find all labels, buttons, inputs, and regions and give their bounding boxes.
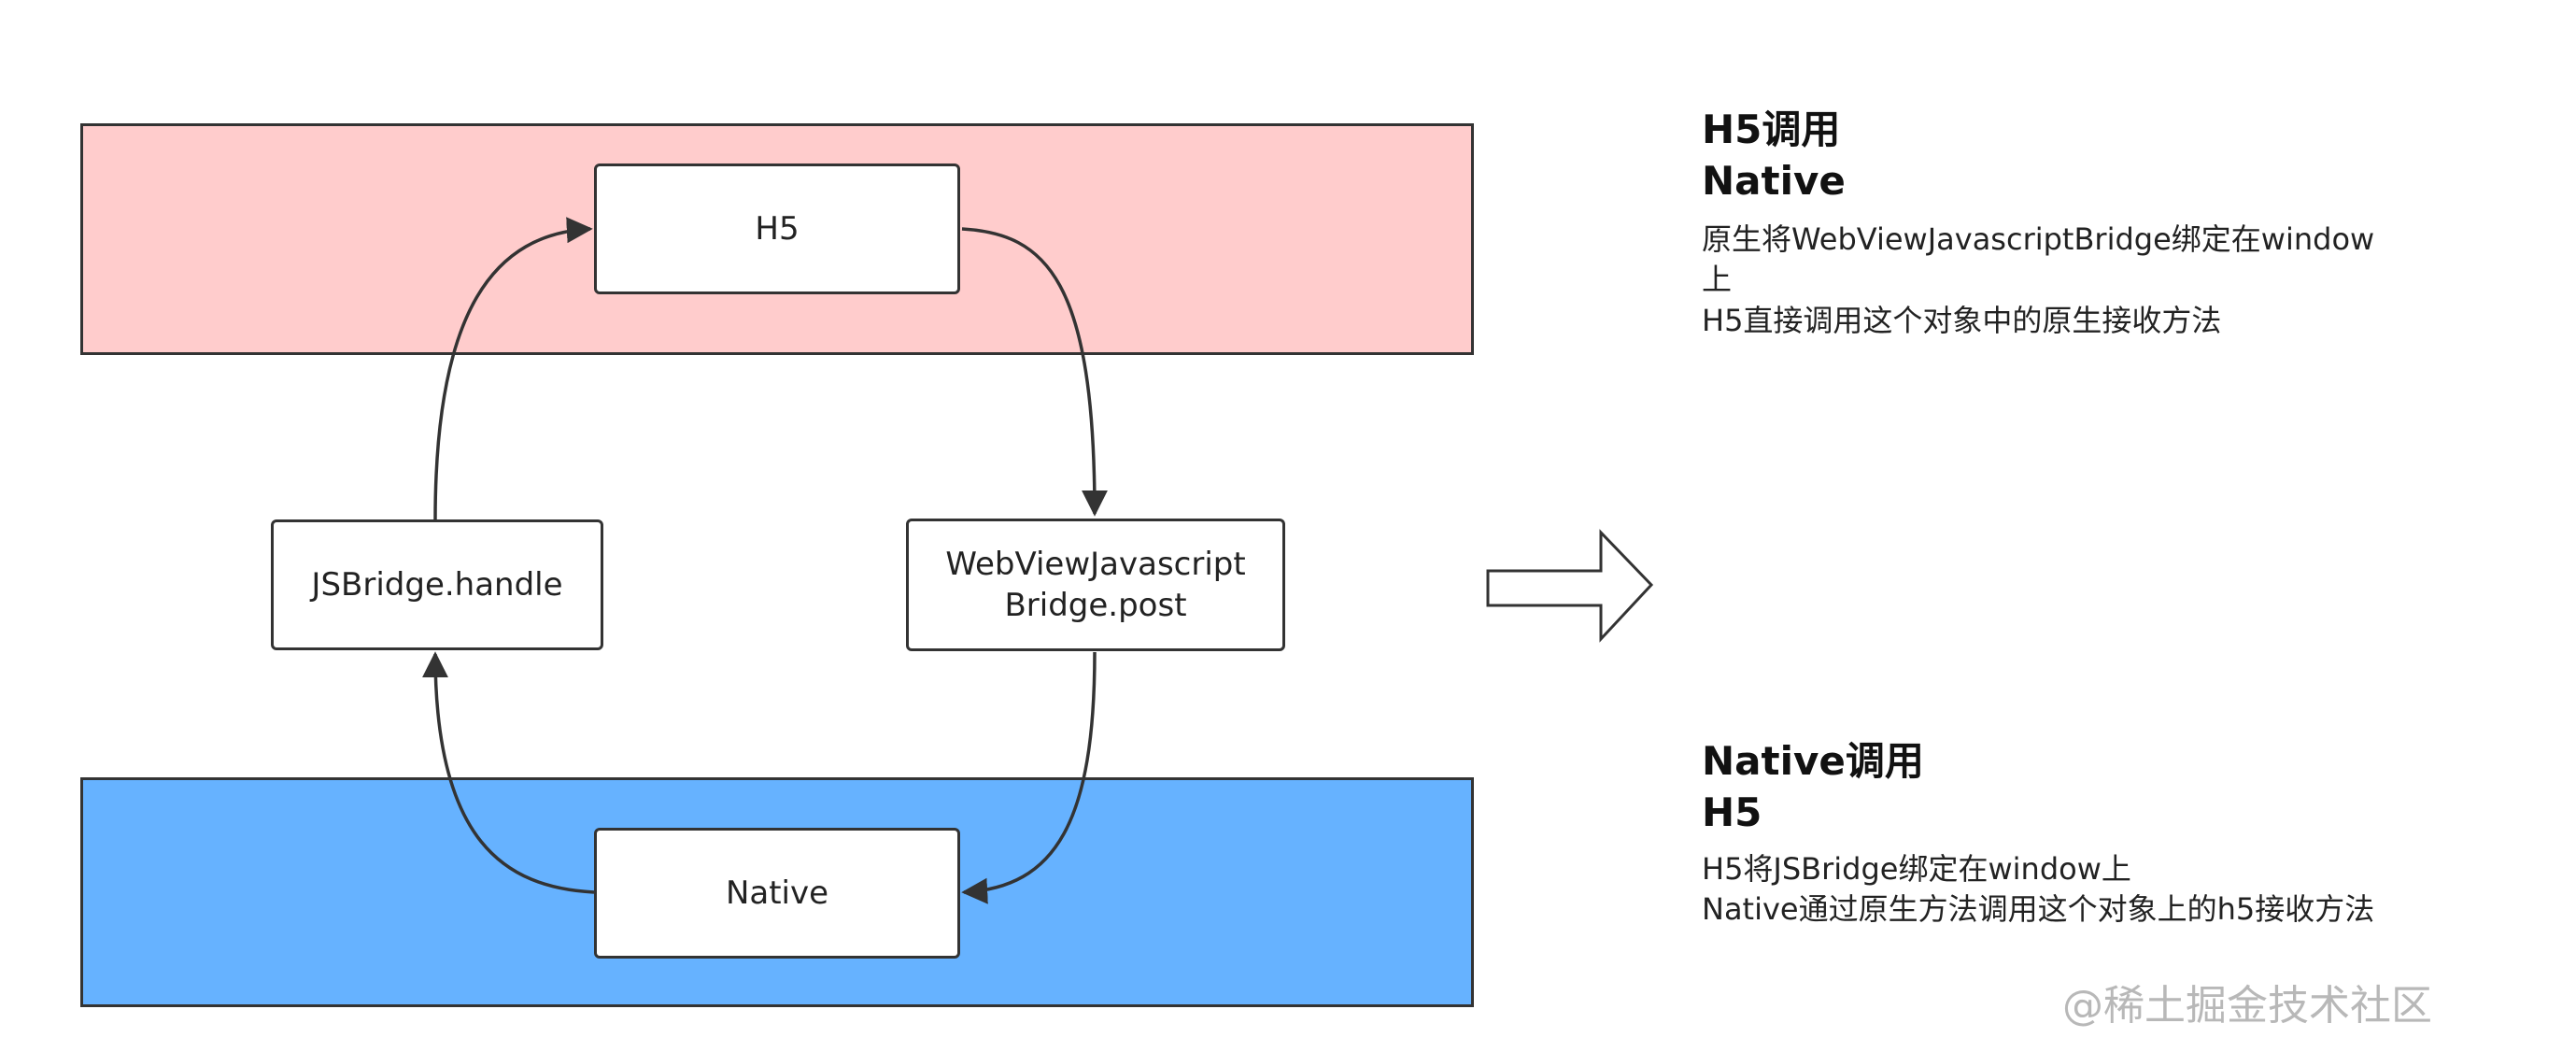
description-line: Native通过原生方法调用这个对象上的h5接收方法 [1702,891,2375,928]
native-calls-h5-panel: Native调用 H5 H5将JSBridge绑定在window上 Native… [1702,736,2524,931]
h5-calls-native-title-line1: H5调用 [1702,107,1841,152]
webview-bridge-post-node: WebViewJavascript Bridge.post [906,519,1285,651]
native-calls-h5-description: H5将JSBridge绑定在window上 Native通过原生方法调用这个对象… [1702,849,2524,930]
h5-calls-native-title-line2: Native [1702,157,1846,204]
native-calls-h5-title-line1: Native调用 [1702,738,1924,784]
watermark: @稀土掘金技术社区 [2062,982,2432,1030]
h5-calls-native-panel: H5调用 Native 原生将WebViewJavascriptBridge绑定… [1702,105,2449,341]
description-line: H5直接调用这个对象中的原生接收方法 [1702,302,2222,338]
native-calls-h5-title-line2: H5 [1702,789,1762,835]
h5-calls-native-description: 原生将WebViewJavascriptBridge绑定在window 上 H5… [1702,220,2449,341]
jsbridge-handle-label: JSBridge.handle [311,565,563,604]
jsbridge-handle-node: JSBridge.handle [271,519,603,650]
description-line: 上 [1702,262,1733,298]
native-node-label: Native [725,874,829,912]
h5-node-label: H5 [755,209,800,248]
h5-node: H5 [594,163,960,294]
native-node: Native [594,828,960,959]
description-line: H5将JSBridge绑定在window上 [1702,851,2131,888]
webview-bridge-post-label-line2: Bridge.post [1004,587,1187,624]
hollow-right-arrow-icon [1486,529,1654,643]
webview-bridge-post-label-line1: WebViewJavascript [945,545,1246,583]
description-line: 原生将WebViewJavascriptBridge绑定在window [1702,221,2375,258]
